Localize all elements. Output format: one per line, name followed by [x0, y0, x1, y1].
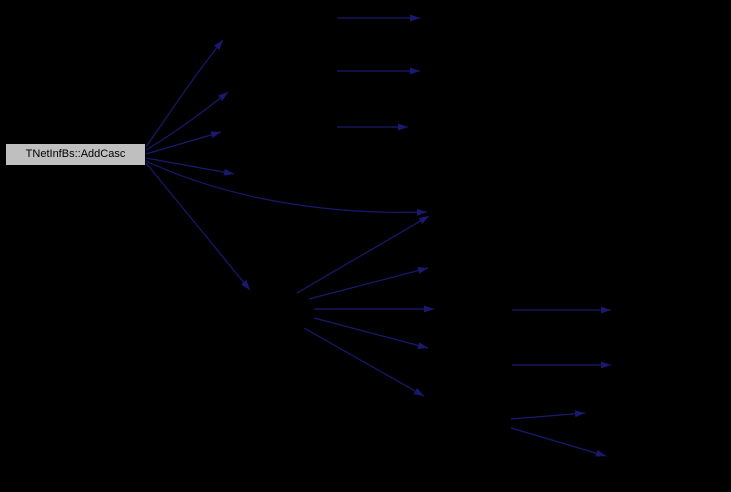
- graph-edge-mid-4: [313, 317, 429, 349]
- graph-node-addcasc-label: TNetInfBs::AddCasc: [25, 148, 126, 160]
- graph-edge-right-3: [510, 410, 586, 420]
- graph-edge-mid-5: [303, 327, 425, 397]
- graph-edge-mid-2: [308, 267, 429, 300]
- graph-edge-addcasc-out-6: [145, 162, 251, 291]
- graph-node-addcasc[interactable]: TNetInfBs::AddCasc: [5, 143, 146, 166]
- graph-edge-addcasc-out-4: [145, 157, 235, 176]
- graph-edge-addcasc-out-2: [145, 91, 229, 151]
- graph-edge-right-4: [510, 427, 607, 457]
- graph-edge-group: [145, 14, 611, 457]
- graph-edge-mid-1: [296, 215, 430, 294]
- graph-edge-addcasc-out-5: [145, 160, 428, 216]
- graph-edge-addcasc-out-3: [145, 131, 222, 155]
- graph-edge-addcasc-out-1: [145, 39, 224, 148]
